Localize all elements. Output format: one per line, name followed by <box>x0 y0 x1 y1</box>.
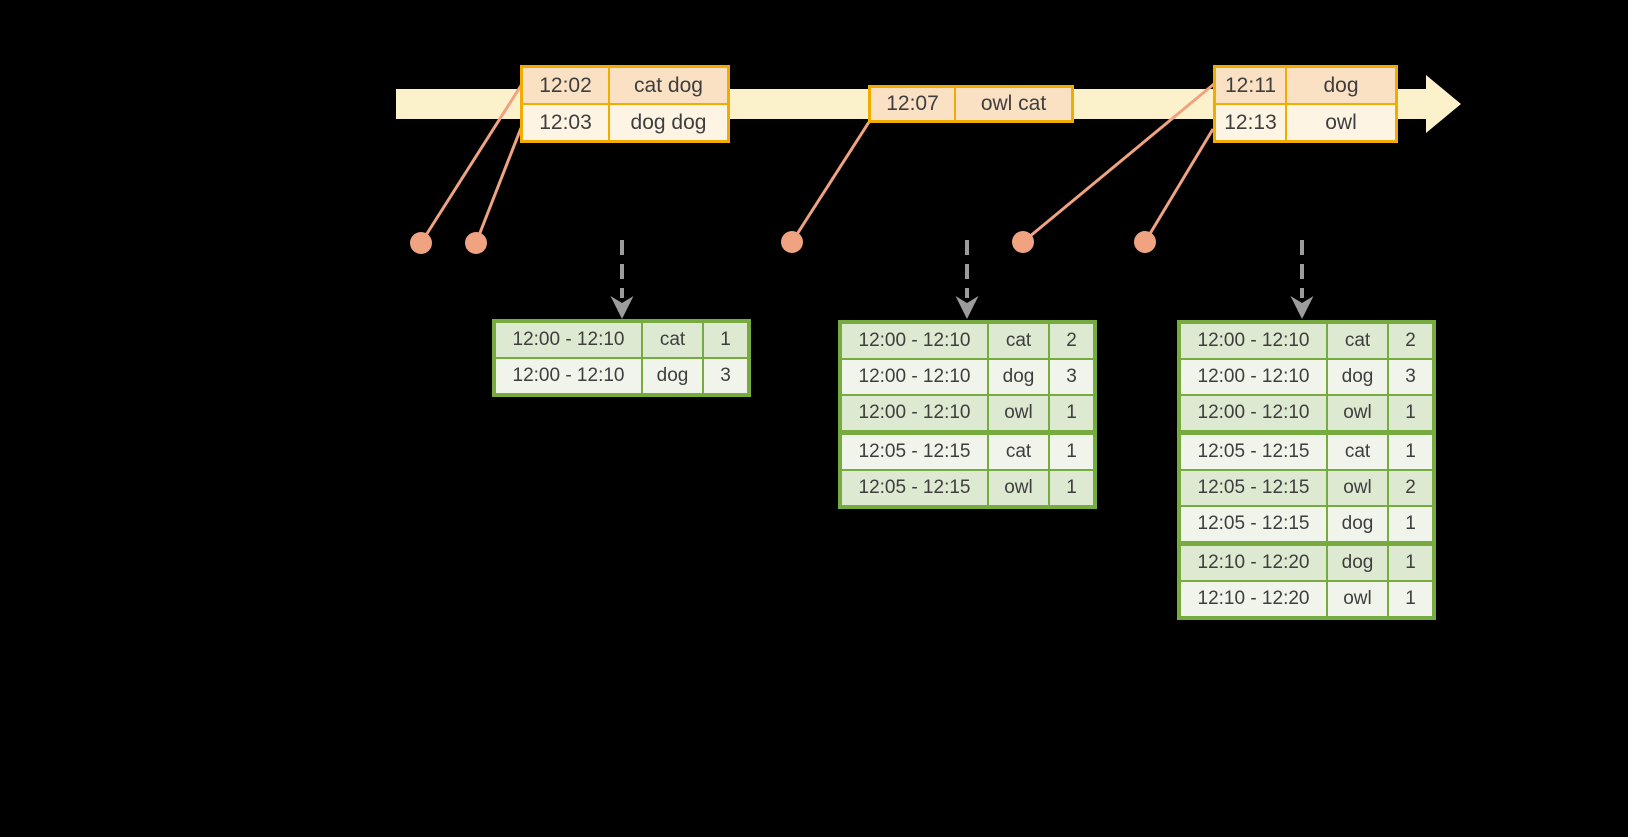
count: 3 <box>704 359 747 393</box>
word: dog <box>1328 360 1387 394</box>
result-table-3: 12:00 - 12:10 cat 2 12:00 - 12:10 dog 3 … <box>1177 320 1436 620</box>
count: 2 <box>1050 324 1093 358</box>
result-row: 12:05 - 12:15 dog 1 <box>1181 507 1432 541</box>
event-table-3: 12:11 dog 12:13 owl <box>1213 65 1398 143</box>
event-row: 12:07 owl cat <box>871 88 1071 120</box>
count: 1 <box>1050 435 1093 469</box>
event-time: 12:03 <box>523 105 608 140</box>
result-row: 12:05 - 12:15 owl 2 <box>1181 471 1432 505</box>
event-time: 12:07 <box>871 88 954 120</box>
event-table-2: 12:07 owl cat <box>868 85 1074 123</box>
word: dog <box>1328 507 1387 541</box>
word: owl <box>1328 396 1387 430</box>
window-range: 12:05 - 12:15 <box>842 435 987 469</box>
window-range: 12:10 - 12:20 <box>1181 582 1326 616</box>
event-words: owl cat <box>956 88 1071 120</box>
count: 2 <box>1389 471 1432 505</box>
event-row: 12:02 cat dog <box>523 68 727 103</box>
window-range: 12:00 - 12:10 <box>842 324 987 358</box>
result-row: 12:10 - 12:20 owl 1 <box>1181 582 1432 616</box>
trigger-arrow-icon <box>955 240 979 319</box>
event-connector-line <box>474 127 523 244</box>
result-row: 12:00 - 12:10 dog 3 <box>1181 360 1432 394</box>
event-row: 12:13 owl <box>1216 105 1395 140</box>
count: 1 <box>1389 582 1432 616</box>
event-row: 12:11 dog <box>1216 68 1395 103</box>
word: cat <box>1328 324 1387 358</box>
event-connector-line <box>1143 128 1215 243</box>
event-time: 12:11 <box>1216 68 1285 103</box>
result-row: 12:00 - 12:10 owl 1 <box>1181 396 1432 430</box>
trigger-arrow-icon <box>610 240 634 319</box>
count: 1 <box>704 323 747 357</box>
word: cat <box>643 323 702 357</box>
result-row: 12:00 - 12:10 cat 2 <box>1181 324 1432 358</box>
result-row: 12:05 - 12:15 cat 1 <box>1181 435 1432 469</box>
event-words: dog <box>1287 68 1395 103</box>
window-range: 12:10 - 12:20 <box>1181 546 1326 580</box>
window-range: 12:05 - 12:15 <box>1181 471 1326 505</box>
window-range: 12:00 - 12:10 <box>842 396 987 430</box>
word: dog <box>643 359 702 393</box>
event-point-dot-icon <box>1134 231 1156 253</box>
window-range: 12:00 - 12:10 <box>496 323 641 357</box>
result-row: 12:00 - 12:10 cat 1 <box>496 323 747 357</box>
word: dog <box>1328 546 1387 580</box>
result-table-1: 12:00 - 12:10 cat 1 12:00 - 12:10 dog 3 <box>492 319 751 397</box>
event-point-dots <box>410 231 1156 254</box>
count: 3 <box>1389 360 1432 394</box>
word: cat <box>989 435 1048 469</box>
word: owl <box>989 396 1048 430</box>
word: cat <box>1328 435 1387 469</box>
window-range: 12:05 - 12:15 <box>1181 507 1326 541</box>
window-range: 12:00 - 12:10 <box>496 359 641 393</box>
event-connector-line <box>1022 82 1215 244</box>
result-row: 12:05 - 12:15 cat 1 <box>842 435 1093 469</box>
window-range: 12:00 - 12:10 <box>1181 360 1326 394</box>
event-point-dot-icon <box>465 232 487 254</box>
count: 1 <box>1389 396 1432 430</box>
trigger-arrow-icon <box>1290 240 1314 319</box>
event-words: owl <box>1287 105 1395 140</box>
timeline-arrowhead-icon <box>1426 75 1461 133</box>
event-words: cat dog <box>610 68 727 103</box>
count: 3 <box>1050 360 1093 394</box>
word: dog <box>989 360 1048 394</box>
event-connector-line <box>419 83 524 244</box>
count: 1 <box>1050 396 1093 430</box>
event-connector-lines <box>419 82 1215 244</box>
event-connector-line <box>790 121 871 243</box>
event-point-dot-icon <box>1012 231 1034 253</box>
window-range: 12:00 - 12:10 <box>1181 324 1326 358</box>
word: owl <box>989 471 1048 505</box>
event-row: 12:03 dog dog <box>523 105 727 140</box>
count: 1 <box>1389 546 1432 580</box>
trigger-arrows <box>610 240 1314 319</box>
event-point-dot-icon <box>781 231 803 253</box>
result-table-2: 12:00 - 12:10 cat 2 12:00 - 12:10 dog 3 … <box>838 320 1097 509</box>
result-row: 12:00 - 12:10 cat 2 <box>842 324 1093 358</box>
event-table-1: 12:02 cat dog 12:03 dog dog <box>520 65 730 143</box>
word: owl <box>1328 471 1387 505</box>
event-words: dog dog <box>610 105 727 140</box>
result-row: 12:10 - 12:20 dog 1 <box>1181 546 1432 580</box>
result-row: 12:00 - 12:10 dog 3 <box>842 360 1093 394</box>
window-range: 12:05 - 12:15 <box>842 471 987 505</box>
word: owl <box>1328 582 1387 616</box>
window-range: 12:00 - 12:10 <box>842 360 987 394</box>
count: 1 <box>1389 435 1432 469</box>
count: 1 <box>1389 507 1432 541</box>
result-row: 12:05 - 12:15 owl 1 <box>842 471 1093 505</box>
count: 1 <box>1050 471 1093 505</box>
word: cat <box>989 324 1048 358</box>
window-range: 12:05 - 12:15 <box>1181 435 1326 469</box>
count: 2 <box>1389 324 1432 358</box>
result-row: 12:00 - 12:10 dog 3 <box>496 359 747 393</box>
event-time: 12:02 <box>523 68 608 103</box>
window-range: 12:00 - 12:10 <box>1181 396 1326 430</box>
event-point-dot-icon <box>410 232 432 254</box>
result-row: 12:00 - 12:10 owl 1 <box>842 396 1093 430</box>
event-time: 12:13 <box>1216 105 1285 140</box>
